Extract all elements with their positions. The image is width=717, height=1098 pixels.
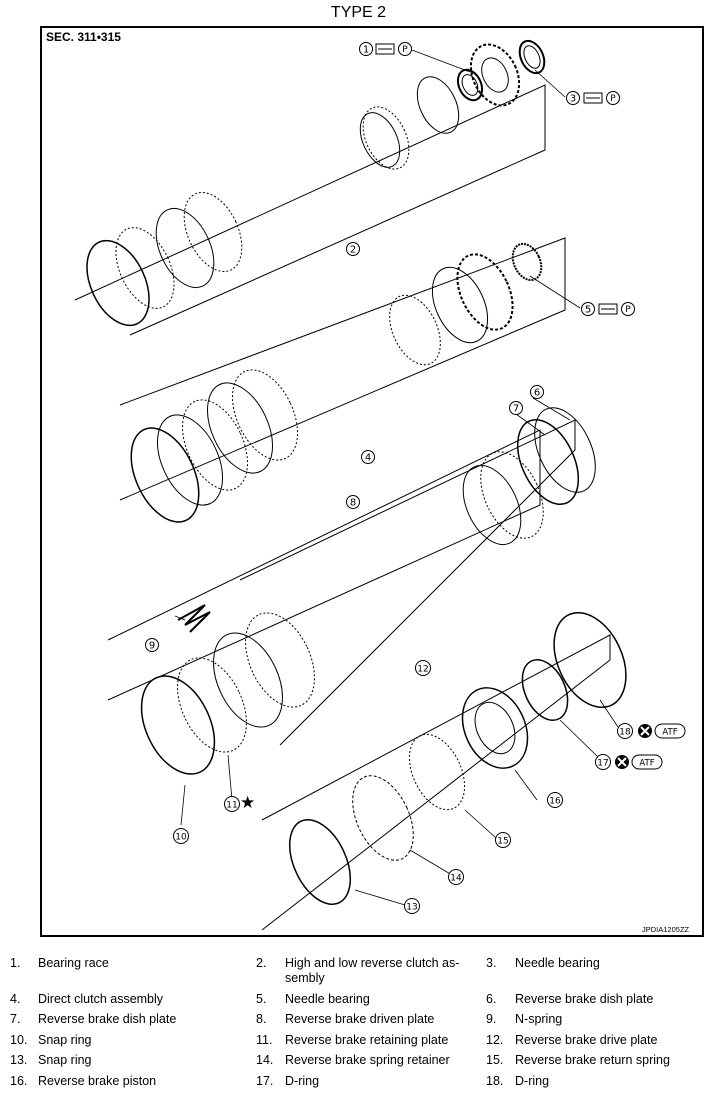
diagram-frame: [40, 26, 704, 937]
svg-text:9: 9: [149, 641, 155, 652]
svg-text:3: 3: [570, 94, 576, 105]
callout-2: 2: [346, 242, 360, 256]
svg-text:P: P: [625, 305, 631, 315]
figure-id: JPDIA1205ZZ: [642, 925, 690, 934]
svg-text:7: 7: [513, 404, 519, 415]
piston-assembly: [288, 687, 529, 905]
svg-text:ATF: ATF: [662, 728, 677, 738]
svg-text:16: 16: [549, 797, 561, 807]
svg-text:2: 2: [350, 245, 356, 256]
star-icon: ★: [240, 793, 256, 812]
reverse-brake-plates: [140, 612, 315, 775]
dish-plates-6-7: [516, 407, 596, 505]
part-bearing-race: [456, 68, 484, 102]
svg-text:8: 8: [350, 498, 356, 509]
section-label: SEC. 311•315: [46, 30, 121, 44]
group-bracket-8: [107, 429, 541, 701]
callout-18: 18: [617, 723, 633, 739]
clutch-plates-group-2: [86, 76, 460, 327]
diagram-title: TYPE 2: [330, 4, 387, 21]
callout-15: 15: [495, 832, 511, 848]
svg-text:10: 10: [175, 833, 187, 843]
svg-text:5: 5: [585, 305, 591, 316]
svg-text:1: 1: [363, 45, 369, 56]
callout-7: 7: [509, 401, 523, 415]
svg-text:11: 11: [226, 801, 237, 811]
group-bracket-2: [74, 84, 546, 336]
callout-9: 9: [145, 638, 159, 652]
svg-text:15: 15: [497, 837, 508, 847]
part-n-spring: [177, 604, 211, 633]
part-needle-bearing-3: [518, 39, 546, 75]
lubricant-symbols: P P P: [375, 42, 635, 316]
callout-11: 11: [224, 796, 240, 812]
callout-16: 16: [547, 792, 563, 808]
svg-text:4: 4: [365, 453, 371, 464]
callout-17: 17: [595, 754, 611, 770]
group-bracket-16: [261, 634, 611, 931]
callout-8: 8: [346, 495, 360, 509]
group-bracket-12: [239, 419, 576, 746]
svg-text:P: P: [402, 45, 408, 55]
svg-text:13: 13: [406, 903, 417, 913]
callout-10: 10: [173, 828, 189, 844]
callout-markers: 1 2 3 4 5 6 7 8 9 10 11 12 13 14 15 16 1…: [145, 42, 633, 914]
svg-text:18: 18: [619, 728, 631, 738]
atf-symbols: ATF ATF: [615, 723, 686, 770]
part-needle-bearing-5: [511, 242, 543, 282]
svg-text:P: P: [610, 94, 616, 104]
svg-text:12: 12: [417, 665, 428, 675]
d-rings: [521, 611, 627, 721]
direct-clutch-drum: [130, 253, 514, 523]
parts-legend: 1.Bearing race 4.Direct clutch assembly …: [10, 956, 670, 1088]
group-bracket-4: [119, 237, 566, 501]
callout-12: 12: [415, 660, 431, 676]
callout-6: 6: [530, 385, 544, 399]
callout-5: 5: [581, 302, 595, 316]
svg-text:6: 6: [534, 388, 540, 399]
exploded-view-diagram: 1 2 3 4 5 6 7 8 9 10 11 12 13 14 15 16 1…: [74, 39, 686, 931]
part-clutch-hub: [469, 43, 521, 107]
callout-3: 3: [566, 91, 580, 105]
svg-text:ATF: ATF: [639, 759, 654, 769]
driven-plates-8: [462, 451, 544, 546]
svg-text:17: 17: [597, 759, 608, 769]
svg-text:14: 14: [450, 874, 462, 884]
callout-1: 1: [359, 42, 373, 56]
callout-4: 4: [361, 450, 375, 464]
callout-14: 14: [448, 869, 464, 885]
callout-13: 13: [404, 898, 420, 914]
